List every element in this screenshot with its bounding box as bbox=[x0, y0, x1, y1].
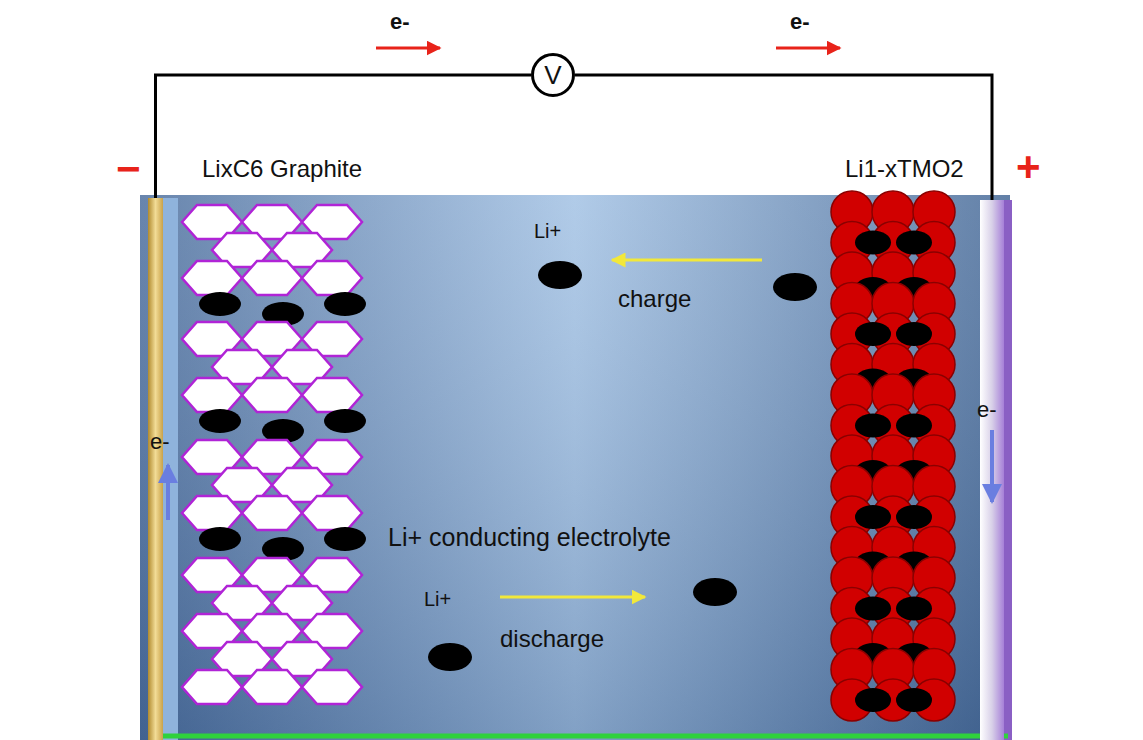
lithium-ion bbox=[324, 527, 366, 551]
electron-label: e- bbox=[790, 10, 810, 34]
cell-base bbox=[150, 734, 1008, 739]
lithium-ion bbox=[324, 409, 366, 433]
lithium-ion bbox=[855, 505, 891, 529]
electron-label: e- bbox=[977, 398, 997, 422]
electron-flow-arrow bbox=[776, 47, 840, 50]
electron-label: e- bbox=[390, 10, 410, 34]
lithium-ion bbox=[896, 505, 932, 529]
lithium-ion bbox=[896, 231, 932, 255]
lithium-ions bbox=[428, 261, 817, 671]
discharge-arrow bbox=[500, 596, 645, 599]
ion-label: Li+ bbox=[424, 588, 451, 610]
voltmeter-circle: V bbox=[531, 53, 575, 97]
electrode-label: LixC6 Graphite bbox=[202, 156, 362, 182]
lithium-ion bbox=[773, 273, 817, 301]
lithium-ion bbox=[896, 322, 932, 346]
lithium-ion bbox=[855, 231, 891, 255]
lithium-ion bbox=[538, 261, 582, 289]
charge-arrow bbox=[612, 259, 762, 262]
circuit-wire bbox=[156, 75, 532, 198]
positive-electrode: Li1-xTMO2+ bbox=[980, 200, 1004, 740]
lithium-ion bbox=[896, 597, 932, 621]
lithium-ion bbox=[428, 643, 472, 671]
lithium-ion bbox=[693, 578, 737, 606]
process-label: charge bbox=[618, 286, 691, 312]
graphite-hexagon bbox=[182, 378, 242, 412]
electrolyte-cell bbox=[140, 195, 1010, 740]
negative-electrode: −LixC6 Graphite bbox=[148, 198, 163, 740]
electron-label: e- bbox=[150, 430, 170, 454]
graphite-hexagon bbox=[242, 261, 302, 295]
electron-current-arrow bbox=[990, 430, 994, 502]
graphite-hexagon bbox=[242, 670, 302, 704]
lithium-ion bbox=[855, 322, 891, 346]
graphite-hexagon bbox=[302, 496, 362, 530]
graphite-hexagon bbox=[302, 670, 362, 704]
lithium-ion bbox=[896, 414, 932, 438]
lithium-ion bbox=[324, 292, 366, 316]
lithium-ion bbox=[896, 688, 932, 712]
electrolyte-label: Li+ conducting electrolyte bbox=[388, 524, 671, 552]
graphite-layers bbox=[182, 205, 366, 704]
electron-flow-arrow bbox=[376, 47, 440, 50]
process-label: discharge bbox=[500, 626, 604, 652]
graphite-hexagon bbox=[182, 496, 242, 530]
electrode-label: Li1-xTMO2 bbox=[845, 156, 964, 182]
ion-label: Li+ bbox=[534, 220, 561, 242]
voltmeter-symbol: V bbox=[544, 61, 561, 90]
lithium-ion bbox=[855, 597, 891, 621]
lithium-ion bbox=[199, 292, 241, 316]
cathode-edge bbox=[1004, 200, 1012, 740]
circuit-wire bbox=[575, 75, 992, 200]
cathode-lattice bbox=[831, 191, 955, 721]
graphite-hexagon bbox=[242, 496, 302, 530]
graphite-hexagon bbox=[302, 378, 362, 412]
lithium-ion bbox=[855, 688, 891, 712]
lithium-ion bbox=[855, 414, 891, 438]
graphite-hexagon bbox=[182, 261, 242, 295]
lithium-ion bbox=[199, 527, 241, 551]
lithium-ion bbox=[199, 409, 241, 433]
graphite-hexagon bbox=[242, 378, 302, 412]
electron-current-arrow bbox=[166, 465, 170, 520]
cell-shading bbox=[140, 195, 1010, 740]
graphite-hexagon bbox=[182, 670, 242, 704]
graphite-hexagon bbox=[302, 261, 362, 295]
polarity-sign: + bbox=[1016, 144, 1041, 190]
anode-coating bbox=[163, 198, 178, 740]
polarity-sign: − bbox=[116, 146, 141, 192]
